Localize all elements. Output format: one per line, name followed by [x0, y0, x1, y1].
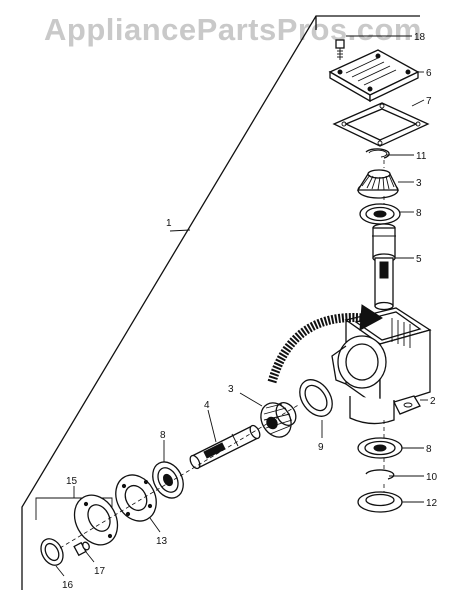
- bevel-gear-3-upper: [356, 169, 400, 199]
- callout-1: 1: [166, 218, 172, 229]
- horizontal-shaft-4: [189, 424, 261, 470]
- callout-9: 9: [318, 442, 324, 453]
- screw-18: [335, 39, 345, 60]
- callout-10: 10: [426, 472, 438, 483]
- bearing-8-middle: [152, 461, 184, 499]
- callout-8-lower: 8: [426, 444, 432, 455]
- cap-12: [357, 491, 403, 513]
- callout-6: 6: [426, 68, 432, 79]
- callout-4: 4: [204, 400, 210, 411]
- fitting-17: [73, 541, 90, 557]
- assembly-bracket-1: [21, 15, 420, 590]
- bevel-gear-3-lower: [260, 402, 297, 438]
- gear-housing-2: [331, 307, 432, 425]
- callout-8-upper: 8: [416, 208, 422, 219]
- callout-11: 11: [416, 151, 427, 162]
- callout-2: 2: [430, 396, 436, 407]
- callout-18: 18: [414, 32, 426, 43]
- retaining-ring-11: [365, 148, 390, 159]
- flange-13: [115, 474, 157, 522]
- callout-3-upper: 3: [416, 178, 422, 189]
- cover-plate-6: [328, 49, 420, 103]
- retaining-ring-10: [365, 469, 395, 480]
- bearing-8-lower: [357, 437, 403, 459]
- seal-16: [40, 538, 64, 566]
- assembly-axis-lines: [59, 160, 385, 549]
- seal-9: [299, 379, 333, 417]
- callout-3-lower: 3: [228, 384, 234, 395]
- leader-lines: [55, 35, 428, 577]
- callout-16: 16: [62, 580, 74, 591]
- callout-7: 7: [426, 96, 432, 107]
- callout-8-middle: 8: [160, 430, 166, 441]
- assembly-arrow: [267, 304, 383, 384]
- callout-5: 5: [416, 254, 422, 265]
- gasket-7: [332, 102, 430, 147]
- callout-17: 17: [94, 566, 106, 577]
- callout-12: 12: [426, 498, 438, 509]
- callout-13: 13: [156, 536, 168, 547]
- vertical-shaft-5: [372, 223, 396, 311]
- bearing-8-upper: [359, 203, 401, 225]
- callout-15: 15: [66, 476, 78, 487]
- callout-labels: 1 2 3 3 4 5 6 7 8 8 8 9 10 11 12 13 15 1…: [62, 32, 438, 591]
